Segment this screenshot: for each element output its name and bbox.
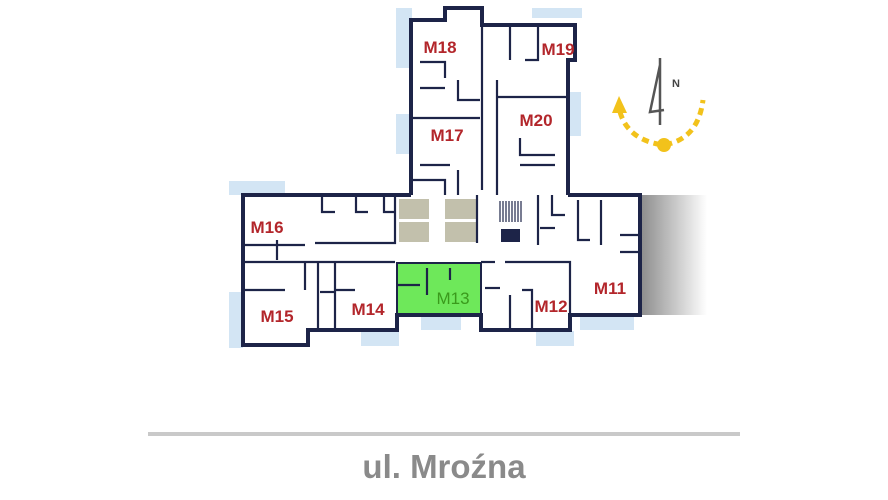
sun-path-icon xyxy=(617,99,706,148)
interior-walls xyxy=(243,25,640,330)
unit-label-m18[interactable]: M18 xyxy=(423,38,456,57)
unit-label-m19[interactable]: M19 xyxy=(541,40,574,59)
unit-label-m17[interactable]: M17 xyxy=(430,126,463,145)
unit-label-m11[interactable]: M11 xyxy=(594,279,626,298)
sun-icon xyxy=(657,138,671,152)
unit-label-m20[interactable]: M20 xyxy=(519,111,552,130)
north-arrow-icon xyxy=(648,58,665,125)
elevator xyxy=(501,229,520,242)
unit-label-m16[interactable]: M16 xyxy=(250,218,283,237)
unit-label-m13[interactable]: M13 xyxy=(436,289,469,308)
unit-label-m14[interactable]: M14 xyxy=(351,300,385,319)
compass: N xyxy=(612,58,706,152)
building-shadow xyxy=(641,195,707,315)
balconies xyxy=(229,8,634,348)
unit-m13-highlight[interactable] xyxy=(396,262,482,316)
north-label: N xyxy=(672,78,680,90)
unit-label-m15[interactable]: M15 xyxy=(260,307,293,326)
unit-labels: M11 M12 M13 M14 M15 M16 M17 M18 M19 M20 xyxy=(250,38,626,326)
street-name: ul. Mroźna xyxy=(362,448,526,485)
stairs xyxy=(499,201,522,222)
common-areas xyxy=(399,199,522,242)
unit-label-m12[interactable]: M12 xyxy=(534,297,567,316)
sun-arrow-icon xyxy=(612,96,627,113)
street-line xyxy=(148,432,740,436)
exterior-walls xyxy=(241,6,642,347)
